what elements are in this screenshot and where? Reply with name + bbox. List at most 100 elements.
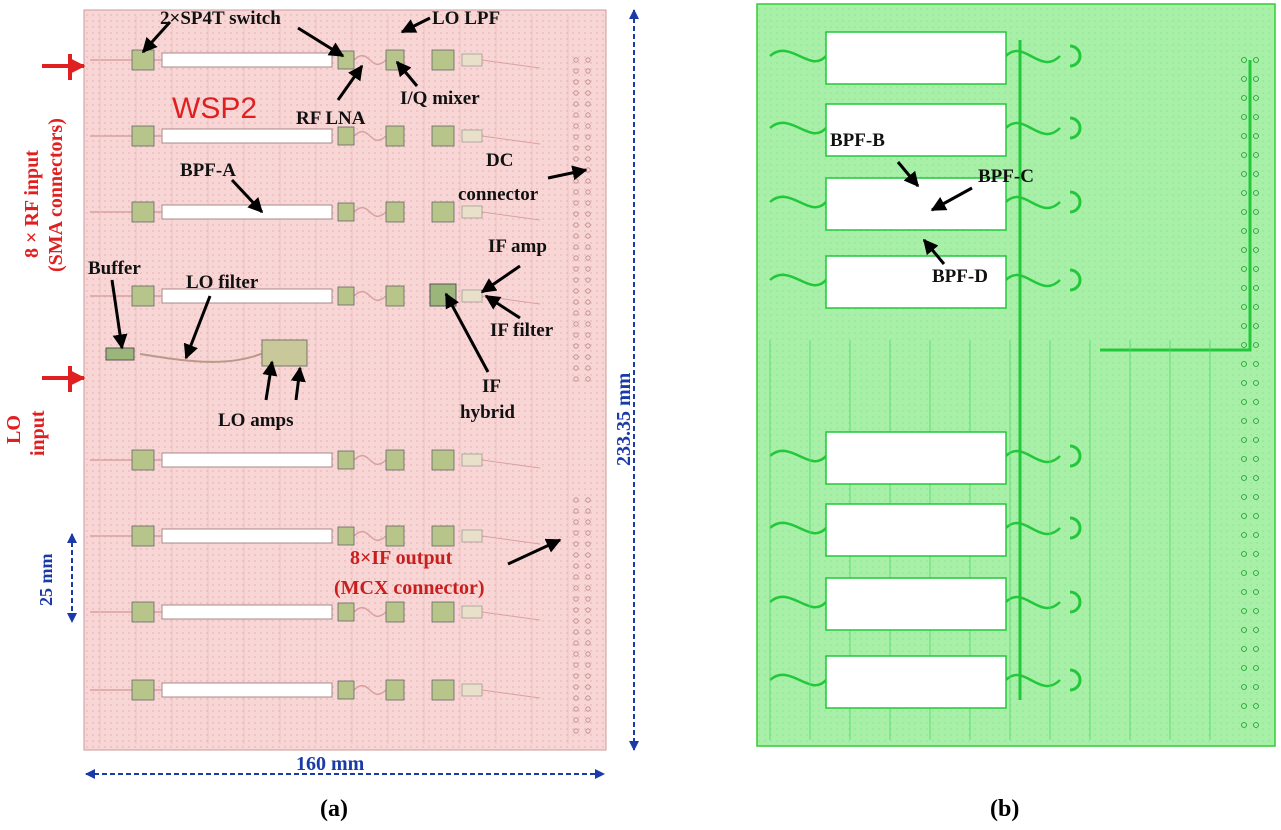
connector-pin [1253, 722, 1259, 728]
switch-pad [337, 202, 355, 222]
hybrid-label: hybrid [460, 402, 515, 423]
connector-pin [1241, 133, 1247, 139]
if-connector-pin [585, 508, 591, 514]
connector-pin [1241, 209, 1247, 215]
board-title-label: WSP2 [172, 92, 257, 125]
if-connector-pin [585, 497, 591, 503]
lo-amps-label: LO amps [218, 410, 294, 431]
connector-pin [1253, 456, 1259, 462]
output-trace [1005, 449, 1061, 464]
dc-connector-pin [573, 332, 579, 338]
connector-pin [1253, 266, 1259, 272]
if-connector-pin [573, 585, 579, 591]
if-port-trace [1069, 190, 1082, 214]
dc-connector-pin [573, 123, 579, 129]
dc-connector-pin [573, 244, 579, 250]
output-trace [1005, 121, 1061, 136]
width-dimension-label: 160 mm [296, 753, 365, 775]
connector-pin [1241, 361, 1247, 367]
dc-connector-pin [585, 57, 591, 63]
connector-pin [1241, 722, 1247, 728]
sma-connector-pad [131, 49, 155, 71]
connector-pin [1241, 152, 1247, 158]
if-hybrid-pad [431, 601, 455, 623]
mixer-feed-trace [353, 606, 387, 618]
mixer-feed-trace [353, 54, 387, 66]
dimension-arrows [67, 8, 639, 779]
sma-connector-pad [131, 679, 155, 701]
connector-pin [1241, 304, 1247, 310]
mixer-pad [385, 285, 405, 307]
if-output-trace [481, 535, 541, 545]
bpf-a-label: BPF-A [180, 160, 236, 181]
if-filter-label: IF filter [490, 320, 554, 341]
dc-connector-pin [573, 222, 579, 228]
if-connector-pin [585, 662, 591, 668]
if-connector-pin [573, 728, 579, 734]
connector-pin [1241, 646, 1247, 652]
connector-pin [1241, 418, 1247, 424]
board-b-channels [825, 31, 1007, 709]
if-connector-pin [573, 673, 579, 679]
if-output-trace [481, 459, 541, 469]
if-connector-pin [585, 552, 591, 558]
if-connector-pin [573, 684, 579, 690]
dc-connector-pin [573, 112, 579, 118]
connector-pin [1241, 684, 1247, 690]
dc-connector-pin [573, 321, 579, 327]
if-hybrid-pad [431, 449, 455, 471]
connector-pin [1253, 380, 1259, 386]
dc-connector-pin [573, 156, 579, 162]
connector-pin [1253, 684, 1259, 690]
dc-connector-pin [573, 189, 579, 195]
bandpass-filter-bcd [825, 255, 1007, 309]
if-amp-pad [461, 53, 483, 67]
connector-pin [1241, 95, 1247, 101]
if-port-trace [1069, 44, 1082, 68]
board-a-traces [90, 16, 591, 744]
bandpass-filter-a [161, 682, 333, 698]
sma-connector-pad [131, 285, 155, 307]
iq-mixer-label: I/Q mixer [400, 88, 480, 109]
annotation-arrows-b [896, 161, 973, 265]
connector-pin [1241, 551, 1247, 557]
switch-pad [337, 450, 355, 470]
bandpass-filter-bcd [825, 31, 1007, 85]
connector-pin [1241, 532, 1247, 538]
dc-connector-pin [573, 145, 579, 151]
dc-connector-pin [585, 354, 591, 360]
if-connector-pin [585, 519, 591, 525]
dc-connector-pin [585, 112, 591, 118]
connector-pin [1253, 418, 1259, 424]
connector-pin [1241, 494, 1247, 500]
if-output-trace [481, 135, 541, 145]
lo-lpf-label: LO LPF [432, 8, 500, 29]
buffer-label: Buffer [88, 258, 141, 279]
if-amp-pad [461, 453, 483, 467]
bpf-c-label: BPF-C [978, 166, 1034, 187]
dc-connector-pin [573, 90, 579, 96]
connector-pin [1241, 437, 1247, 443]
output-trace [1005, 195, 1061, 210]
connector-pin [1253, 608, 1259, 614]
connector-pin [1241, 57, 1247, 63]
panel-b-filter-board: BPF-B BPF-C BPF-D (b) [756, 3, 1276, 822]
connector-pin [1253, 494, 1259, 500]
input-trace [769, 273, 827, 287]
mcx-connector-label: (MCX connector) [334, 577, 485, 599]
dc-connector-pin [573, 255, 579, 261]
if-hybrid-pad [431, 201, 455, 223]
connector-pin [1253, 342, 1259, 348]
dc-connector-pin [585, 365, 591, 371]
mixer-feed-trace [353, 530, 387, 542]
if-connector-pin [585, 640, 591, 646]
dc-connector-pin [585, 244, 591, 250]
connector-pin [1253, 570, 1259, 576]
sma-connector-pad [131, 125, 155, 147]
dc-label: DC [486, 150, 513, 171]
if-connector-pin [573, 563, 579, 569]
bias-bus-trace [1100, 60, 1252, 352]
rf-lna-label: RF LNA [296, 108, 366, 129]
if-amp-pad [461, 605, 483, 619]
